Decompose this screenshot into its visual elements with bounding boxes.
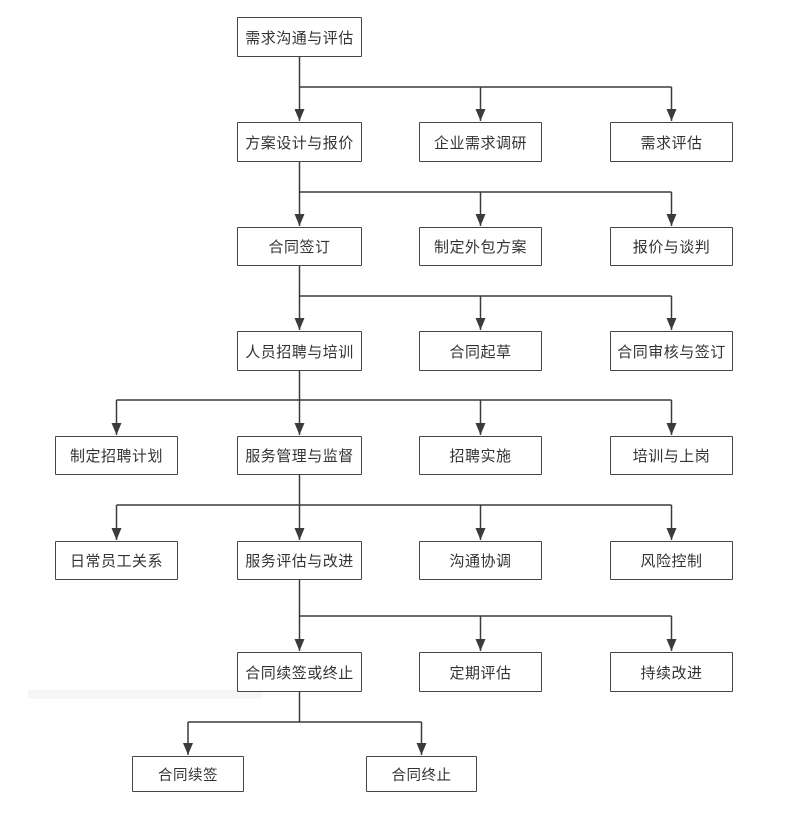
node-service-management-and-supervision[interactable]: 服务管理与监督 [237, 436, 362, 475]
node-periodic-evaluation[interactable]: 定期评估 [419, 652, 542, 692]
connector-n2a-row3-spine [298, 162, 672, 193]
node-service-evaluation-and-improvement[interactable]: 服务评估与改进 [237, 541, 362, 580]
faint-divider [28, 690, 263, 699]
node-contract-renewal[interactable]: 合同续签 [132, 756, 244, 792]
node-daily-employee-relations[interactable]: 日常员工关系 [55, 541, 178, 580]
node-develop-recruitment-plan[interactable]: 制定招聘计划 [55, 436, 178, 475]
connector-n1-row2-spine [298, 57, 672, 88]
connector-n6b-row7-spine [298, 580, 672, 617]
node-contract-signing[interactable]: 合同签订 [237, 227, 362, 266]
node-demand-communication-and-evaluation[interactable]: 需求沟通与评估 [237, 17, 362, 57]
node-continuous-improvement[interactable]: 持续改进 [610, 652, 733, 692]
connector-n4a-row5-spine [116, 371, 672, 401]
node-recruitment-implementation[interactable]: 招聘实施 [419, 436, 542, 475]
node-enterprise-demand-research[interactable]: 企业需求调研 [419, 122, 542, 162]
node-solution-design-and-quotation[interactable]: 方案设计与报价 [237, 122, 362, 162]
node-quotation-and-negotiation[interactable]: 报价与谈判 [610, 227, 733, 266]
node-contract-renewal-or-termination[interactable]: 合同续签或终止 [237, 652, 362, 692]
connector-n3a-row4-spine [298, 266, 672, 297]
node-contract-termination[interactable]: 合同终止 [366, 756, 477, 792]
node-contract-drafting[interactable]: 合同起草 [419, 331, 542, 371]
connector-n5b-row6-spine [116, 475, 672, 506]
node-communication-coordination[interactable]: 沟通协调 [419, 541, 542, 580]
node-personnel-recruitment-and-training[interactable]: 人员招聘与培训 [237, 331, 362, 371]
node-risk-control[interactable]: 风险控制 [610, 541, 733, 580]
node-contract-review-and-signing[interactable]: 合同审核与签订 [610, 331, 733, 371]
node-demand-evaluation[interactable]: 需求评估 [610, 122, 733, 162]
node-training-and-onboarding[interactable]: 培训与上岗 [610, 436, 733, 475]
node-develop-outsourcing-plan[interactable]: 制定外包方案 [419, 227, 542, 266]
